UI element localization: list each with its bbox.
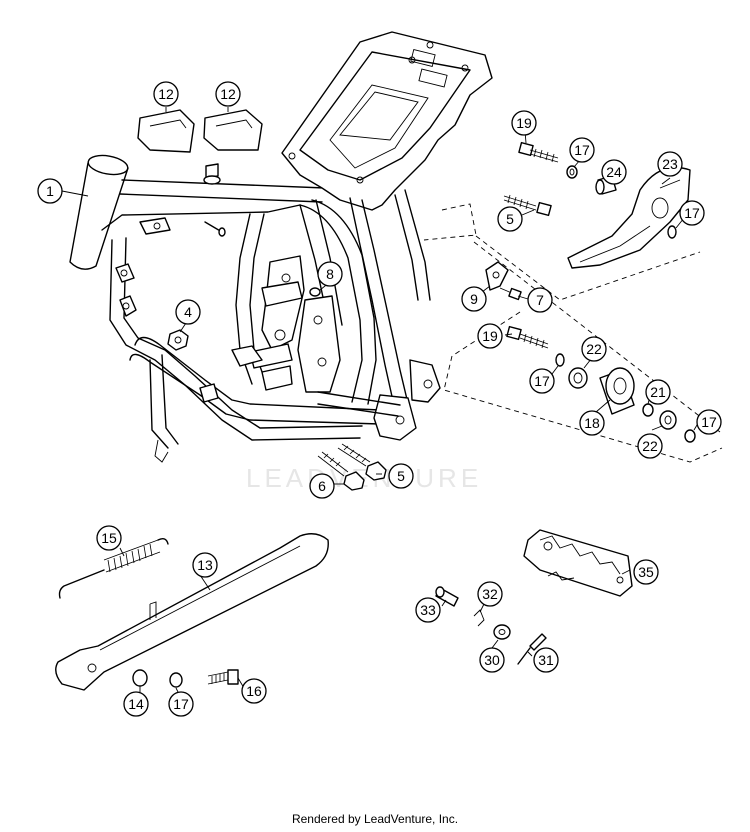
callout-label: 14 [128,696,144,712]
callout-30: 30 [479,647,505,673]
callout-13: 13 [192,552,218,578]
callout-label: 12 [158,86,174,102]
footpeg-group [435,529,633,665]
callout-6: 6 [309,473,335,499]
callout-label: 9 [470,291,478,307]
callout-label: 16 [246,683,262,699]
callout-label: 1 [46,183,54,199]
callout-label: 19 [482,328,498,344]
callout-label: 35 [638,564,654,580]
callout-label: 6 [318,478,326,494]
frame-cover-left [137,109,195,153]
callout-label: 19 [516,115,532,131]
bolt-item-7 [499,287,522,301]
callout-7: 7 [527,287,553,313]
sidestand-group [55,533,329,691]
brake-pedal-group [423,141,721,433]
callout-17-pedal: 17 [679,200,705,226]
callout-label: 33 [420,602,436,618]
callout-label: 24 [606,164,622,180]
callout-17-stand: 17 [168,691,194,717]
callout-17-top: 17 [569,137,595,163]
callout-32: 32 [477,581,503,607]
callout-1: 1 [37,178,63,204]
callout-label: 17 [701,414,717,430]
callout-19-lower: 19 [477,323,503,349]
callout-14: 14 [123,691,149,717]
callout-22-upper: 22 [581,336,607,362]
callout-label: 12 [220,86,236,102]
callout-label: 21 [650,384,666,400]
footer-credit: Rendered by LeadVenture, Inc. [291,812,459,826]
callout-label: 7 [536,292,544,308]
callout-label: 13 [197,557,213,573]
callout-31: 31 [533,647,559,673]
callout-5-upper: 5 [497,206,523,232]
nut-item-4 [167,329,189,351]
callout-label: 32 [482,586,498,602]
callout-9: 9 [461,286,487,312]
callout-label: 17 [574,142,590,158]
callout-label: 22 [642,438,658,454]
callout-label: 31 [538,652,554,668]
callout-label: 17 [173,696,189,712]
callout-4: 4 [175,299,201,325]
callout-21: 21 [645,379,671,405]
callout-35: 35 [633,559,659,585]
callout-33: 33 [415,597,441,623]
callout-label: 5 [506,211,514,227]
callout-label: 30 [484,652,500,668]
callout-label: 23 [662,156,678,172]
callout-17-right: 17 [696,409,722,435]
callout-24: 24 [601,159,627,185]
bolt-item-8 [309,287,321,297]
callout-label: 22 [586,341,602,357]
callout-8: 8 [317,261,343,287]
callout-12-left: 12 [153,81,179,107]
frame-assembly [69,31,493,463]
callout-label: 4 [184,304,192,320]
callout-22-lower: 22 [637,433,663,459]
callout-17-roller: 17 [529,368,555,394]
callout-12-right: 12 [215,81,241,107]
callout-label: 17 [534,373,550,389]
callout-label: 15 [101,530,117,546]
watermark-text: LEADVENTURE [246,463,482,493]
callout-label: 17 [684,205,700,221]
callout-label: 18 [584,415,600,431]
callout-5-lower: 5 [388,463,414,489]
bolt-item-5-lower [337,443,387,481]
callout-15: 15 [96,525,122,551]
frame-cover-right [203,109,263,151]
callout-18: 18 [579,410,605,436]
callout-16: 16 [241,678,267,704]
callout-19-top: 19 [511,110,537,136]
callout-label: 5 [397,468,405,484]
callout-23: 23 [657,151,683,177]
callout-label: 8 [326,266,334,282]
